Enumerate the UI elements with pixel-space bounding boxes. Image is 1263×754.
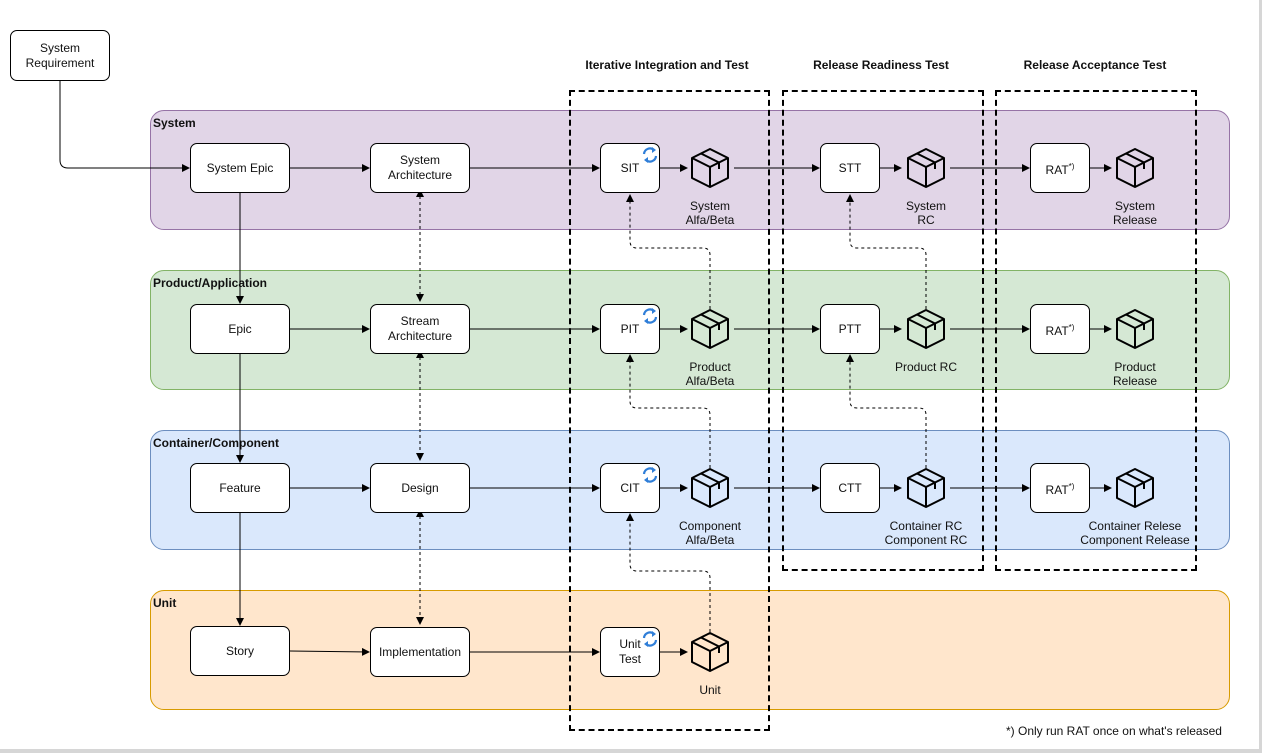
system-requirement-box[interactable]: System Requirement — [10, 30, 110, 81]
cit-label: CIT — [620, 480, 640, 495]
feature-box[interactable]: Feature — [190, 463, 290, 513]
footnote-marker: *) — [1068, 322, 1075, 332]
cit-box[interactable]: CIT — [600, 463, 660, 513]
unit-test-label: Unit Test — [618, 637, 641, 666]
package-icon — [691, 468, 729, 508]
phase-acceptance-frame — [995, 90, 1197, 571]
caption-system-alfa-beta: System Alfa/Beta — [685, 199, 735, 227]
system-architecture-box[interactable]: System Architecture — [370, 143, 470, 193]
package-icon — [691, 309, 729, 349]
caption-product-alfa-beta: Product Alfa/Beta — [685, 360, 735, 388]
implementation-box[interactable]: Implementation — [370, 627, 470, 677]
caption-system-release: System Release — [1112, 199, 1158, 227]
caption-product-rc: Product RC — [894, 360, 958, 374]
refresh-icon — [642, 147, 658, 163]
rat-system-label: RAT*) — [1045, 161, 1075, 177]
package-icon — [907, 148, 945, 188]
package-icon — [1116, 309, 1154, 349]
rat-product-box[interactable]: RAT*) — [1030, 304, 1090, 354]
ptt-box[interactable]: PTT — [820, 304, 880, 354]
phase-readiness-frame — [782, 90, 984, 571]
epic-box[interactable]: Epic — [190, 304, 290, 354]
unit-test-box[interactable]: Unit Test — [600, 627, 660, 677]
package-icon — [907, 309, 945, 349]
rat-container-label: RAT*) — [1045, 481, 1075, 497]
caption-product-release: Product Release — [1112, 360, 1158, 388]
sit-label: SIT — [620, 160, 640, 175]
package-icon — [691, 148, 729, 188]
stt-box[interactable]: STT — [820, 143, 880, 193]
footnote-marker: *) — [1068, 161, 1075, 171]
footnote-rat: *) Only run RAT once on what's released — [1006, 724, 1222, 738]
phase-iterative-frame — [569, 90, 770, 731]
pit-box[interactable]: PIT — [600, 304, 660, 354]
lane-product-title: Product/Application — [153, 276, 267, 290]
caption-container-release: Container Relese Component Release — [1080, 519, 1190, 547]
caption-system-rc: System RC — [905, 199, 946, 227]
story-box[interactable]: Story — [190, 626, 290, 676]
caption-component-alfa-beta: Component Alfa/Beta — [678, 519, 742, 547]
ctt-box[interactable]: CTT — [820, 463, 880, 513]
package-icon — [907, 468, 945, 508]
refresh-icon — [642, 467, 658, 483]
refresh-icon — [642, 308, 658, 324]
refresh-icon — [642, 631, 658, 647]
package-icon — [691, 632, 729, 672]
lane-unit-title: Unit — [153, 596, 177, 610]
lane-system-title: System — [153, 116, 196, 130]
caption-unit: Unit — [699, 683, 721, 697]
rat-container-box[interactable]: RAT*) — [1030, 463, 1090, 513]
lane-container-title: Container/Component — [153, 436, 279, 450]
rat-product-label: RAT*) — [1045, 322, 1075, 338]
footnote-marker: *) — [1068, 481, 1075, 491]
sit-box[interactable]: SIT — [600, 143, 660, 193]
stream-architecture-box[interactable]: Stream Architecture — [370, 304, 470, 354]
phase-acceptance-title: Release Acceptance Test — [1023, 58, 1167, 72]
design-box[interactable]: Design — [370, 463, 470, 513]
phase-readiness-title: Release Readiness Test — [813, 58, 949, 72]
rat-system-box[interactable]: RAT*) — [1030, 143, 1090, 193]
package-icon — [1116, 148, 1154, 188]
package-icon — [1116, 468, 1154, 508]
pit-label: PIT — [620, 321, 640, 336]
phase-iterative-title: Iterative Integration and Test — [585, 58, 749, 72]
lane-unit: Unit — [150, 590, 1230, 710]
caption-container-rc: Container RC Component RC — [884, 519, 968, 547]
system-epic-box[interactable]: System Epic — [190, 143, 290, 193]
